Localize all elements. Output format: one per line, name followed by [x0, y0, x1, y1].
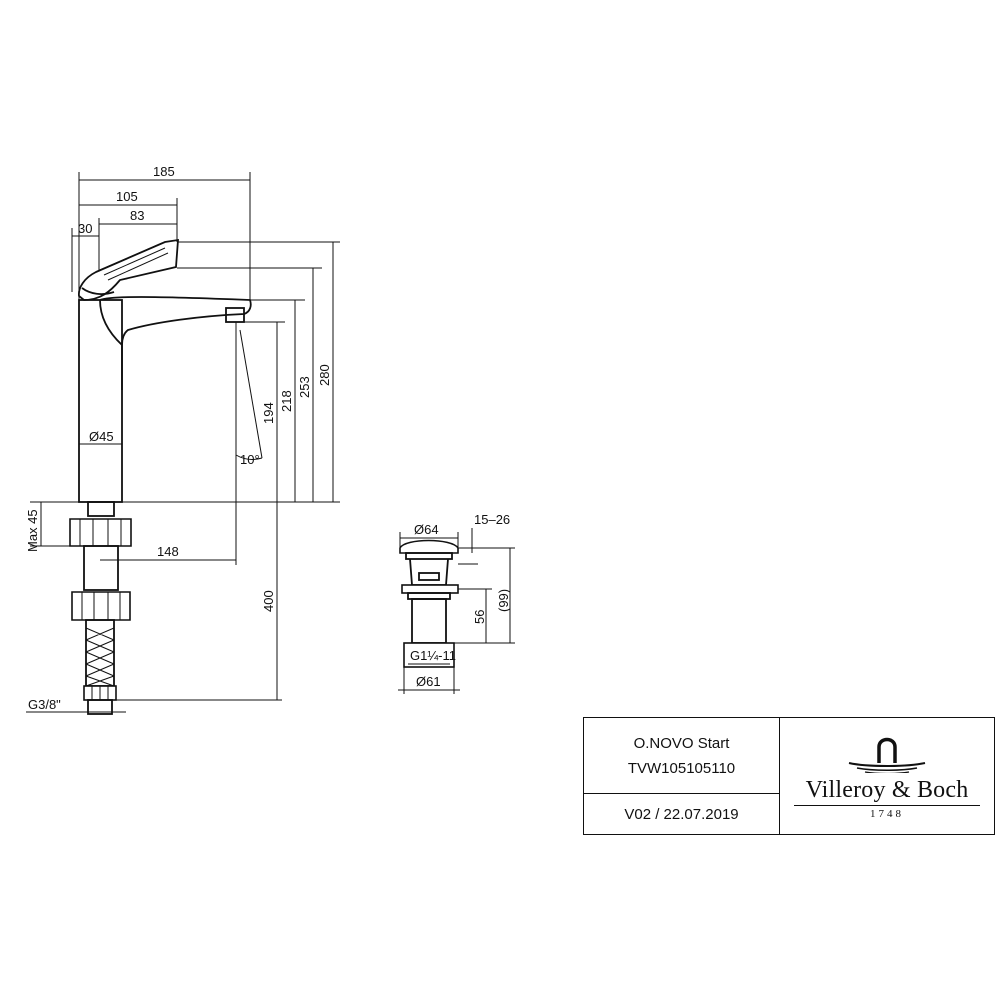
dim-56: 56 [472, 610, 487, 624]
article-number: TVW105105110 [627, 759, 736, 777]
dim-61-diameter: Ø61 [416, 674, 441, 689]
brand-rule [794, 804, 980, 806]
dim-253: 253 [297, 376, 312, 398]
brand-name: Villeroy & Boch [805, 776, 969, 803]
brand-logo: Villeroy & Boch 1748 [780, 718, 994, 834]
valve-cap [399, 539, 459, 554]
mounting-nut [69, 518, 132, 547]
dim-max-45: Max 45 [25, 509, 40, 552]
stem [87, 501, 115, 517]
valve-dimensions: Ø64 15–26 56 (99) G1¼-11 Ø61 [398, 512, 515, 694]
faucet-dimensions: 185 105 83 30 280 253 218 194 10° [25, 164, 340, 713]
dim-194: 194 [261, 402, 276, 424]
faucet-drawing [69, 238, 252, 715]
dim-280: 280 [317, 364, 332, 386]
valve-flange [401, 584, 459, 594]
lever-handle [78, 238, 179, 301]
dim-64-diameter: Ø64 [414, 522, 439, 537]
dim-218: 218 [279, 390, 294, 412]
dim-99: (99) [496, 589, 511, 612]
faucet-body [78, 299, 123, 503]
dim-185: 185 [153, 164, 175, 179]
dim-105: 105 [116, 189, 138, 204]
dim-g114: G1¼-11 [410, 648, 456, 663]
hose-fitting [71, 591, 131, 621]
dim-148: 148 [157, 544, 179, 559]
dim-15-26: 15–26 [474, 512, 510, 527]
brand-emblem-icon [848, 737, 926, 773]
aerator [225, 307, 245, 323]
dim-30: 30 [78, 221, 92, 236]
valve-nut [403, 642, 455, 668]
dim-400: 400 [261, 590, 276, 612]
version-date: V02 / 22.07.2019 [584, 793, 779, 834]
dim-45-diameter: Ø45 [89, 429, 114, 444]
dim-83: 83 [130, 208, 144, 223]
title-block-product: O.NOVO Start TVW105105110 [584, 718, 779, 793]
product-name: O.NOVO Start [633, 734, 730, 752]
waste-valve-drawing [399, 539, 459, 668]
title-block-info: O.NOVO Start TVW105105110 V02 / 22.07.20… [584, 718, 780, 834]
dim-g38: G3/8" [28, 697, 61, 712]
dim-angle: 10° [240, 452, 260, 467]
brand-year: 1748 [870, 807, 904, 820]
title-block: O.NOVO Start TVW105105110 V02 / 22.07.20… [583, 717, 995, 835]
